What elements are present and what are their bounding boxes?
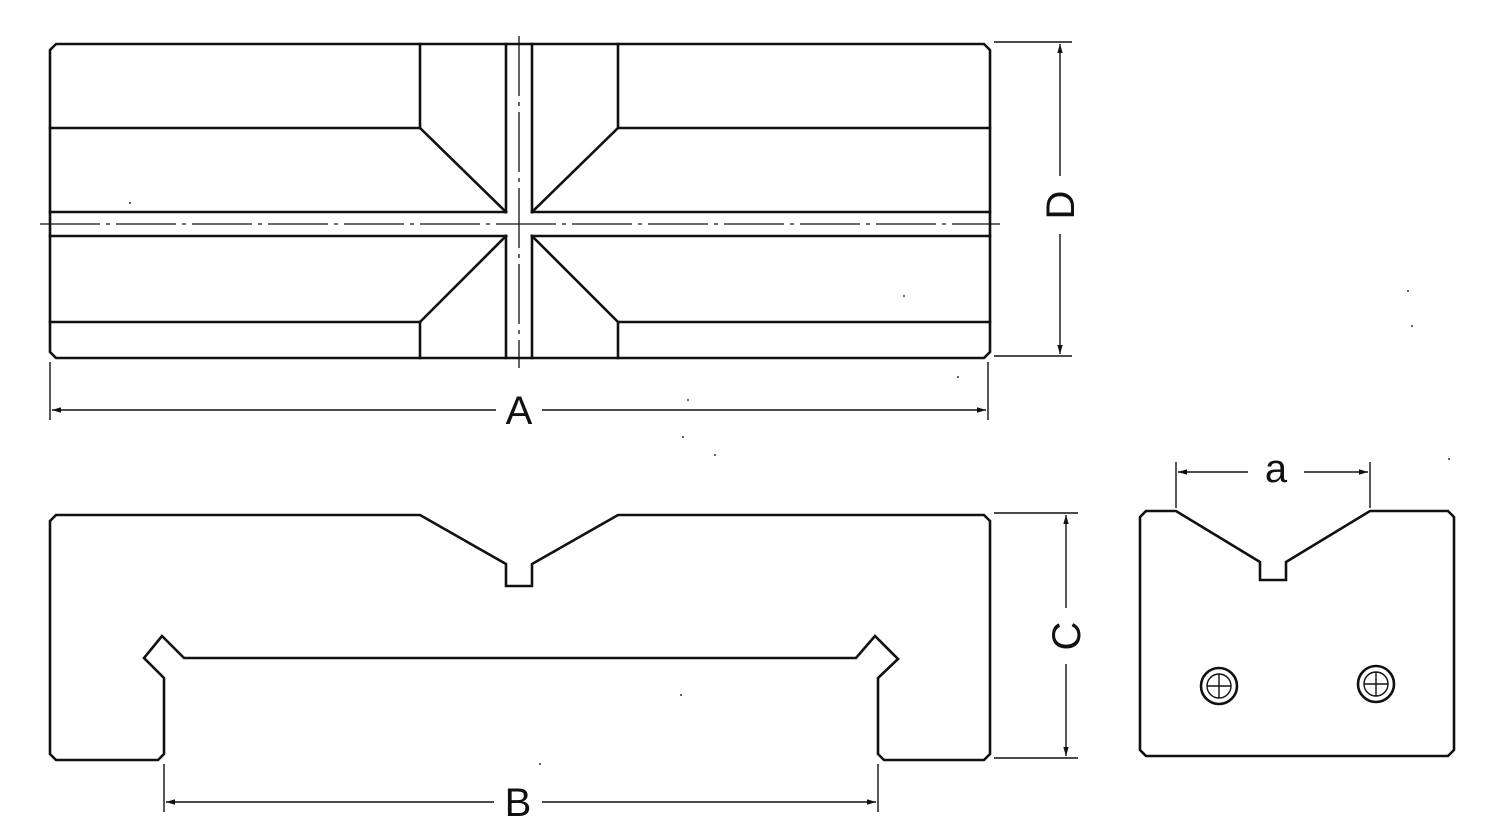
front-view-outline xyxy=(48,513,992,762)
front-view: B C xyxy=(48,512,1089,825)
top-view-groove-lower-left xyxy=(48,234,508,324)
dim-small-a-label: a xyxy=(1265,447,1288,491)
dim-b-label: B xyxy=(505,781,532,825)
dim-a-label: A xyxy=(506,389,533,433)
top-view-groove-upper-right xyxy=(530,126,992,214)
side-view: a xyxy=(1138,447,1456,758)
top-view-groove-lower-right xyxy=(530,234,992,324)
dim-c-label: C xyxy=(1045,622,1089,651)
screw-hole-right xyxy=(1356,664,1396,704)
screw-hole-left xyxy=(1199,666,1239,706)
top-view: A D xyxy=(40,36,1083,433)
scan-specks xyxy=(129,202,1450,765)
dim-d-label: D xyxy=(1039,191,1083,220)
side-view-outline xyxy=(1138,509,1456,758)
top-view-groove-upper-left xyxy=(48,126,508,214)
top-view-outline xyxy=(48,42,992,360)
